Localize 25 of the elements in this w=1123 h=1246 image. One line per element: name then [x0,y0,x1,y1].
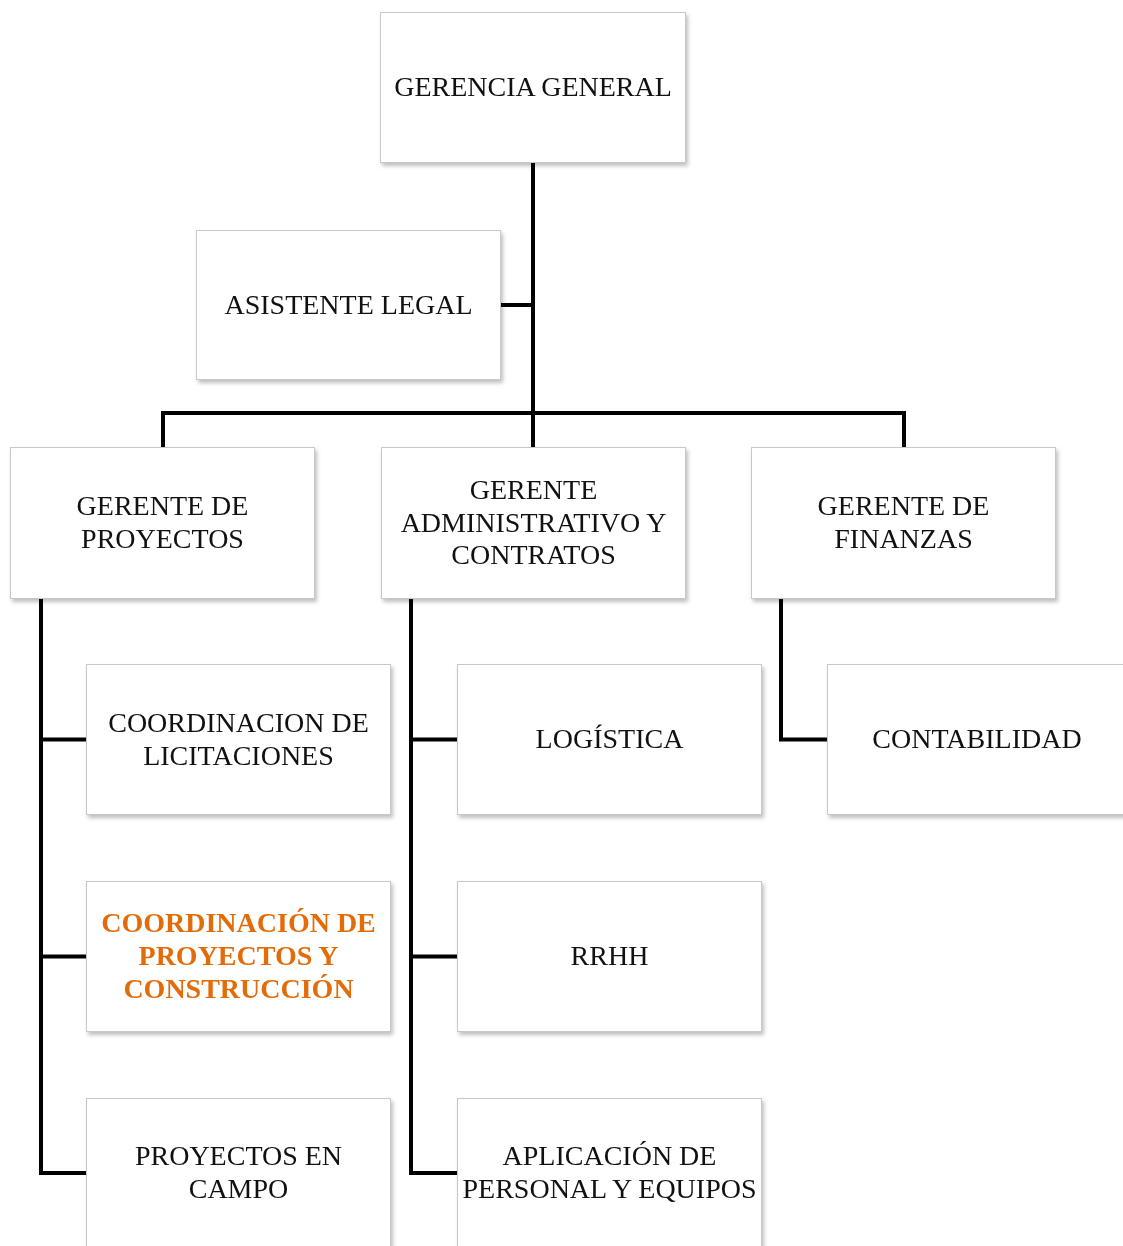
org-box [86,1098,391,1246]
role-title: GERENTE DE FINANZAS [816,490,991,556]
role-title: PROYECTOS EN CAMPO [133,1140,344,1206]
org-box [457,664,762,815]
org-box [196,230,501,380]
org-box [86,881,391,1032]
org-box [751,447,1056,599]
role-title: LOGÍSTICA [535,723,684,756]
role-title: GERENTE ADMINISTRATIVO Y CONTRATOS [399,473,668,573]
connector-line [779,599,827,742]
role-title: ASISTENTE LEGAL [224,288,473,322]
role-title: CONTABILIDAD [872,723,1082,756]
role-title: GERENTE DE PROYECTOS [75,490,250,556]
role-title: COORDINACION DE LICITACIONES [107,706,370,773]
org-box [10,447,315,599]
org-box [457,881,762,1032]
role-title: COORDINACIÓN DE PROYECTOS Y CONSTRUCCIÓN [100,907,377,1006]
org-box [381,447,686,599]
org-box [380,12,686,163]
org-box [827,664,1123,815]
role-title: APLICACIÓN DE PERSONAL Y EQUIPOS [462,1140,757,1206]
org-box [86,664,391,815]
role-title: RRHH [570,940,649,973]
role-title: GERENCIA GENERAL [394,71,672,104]
org-box [457,1098,762,1246]
